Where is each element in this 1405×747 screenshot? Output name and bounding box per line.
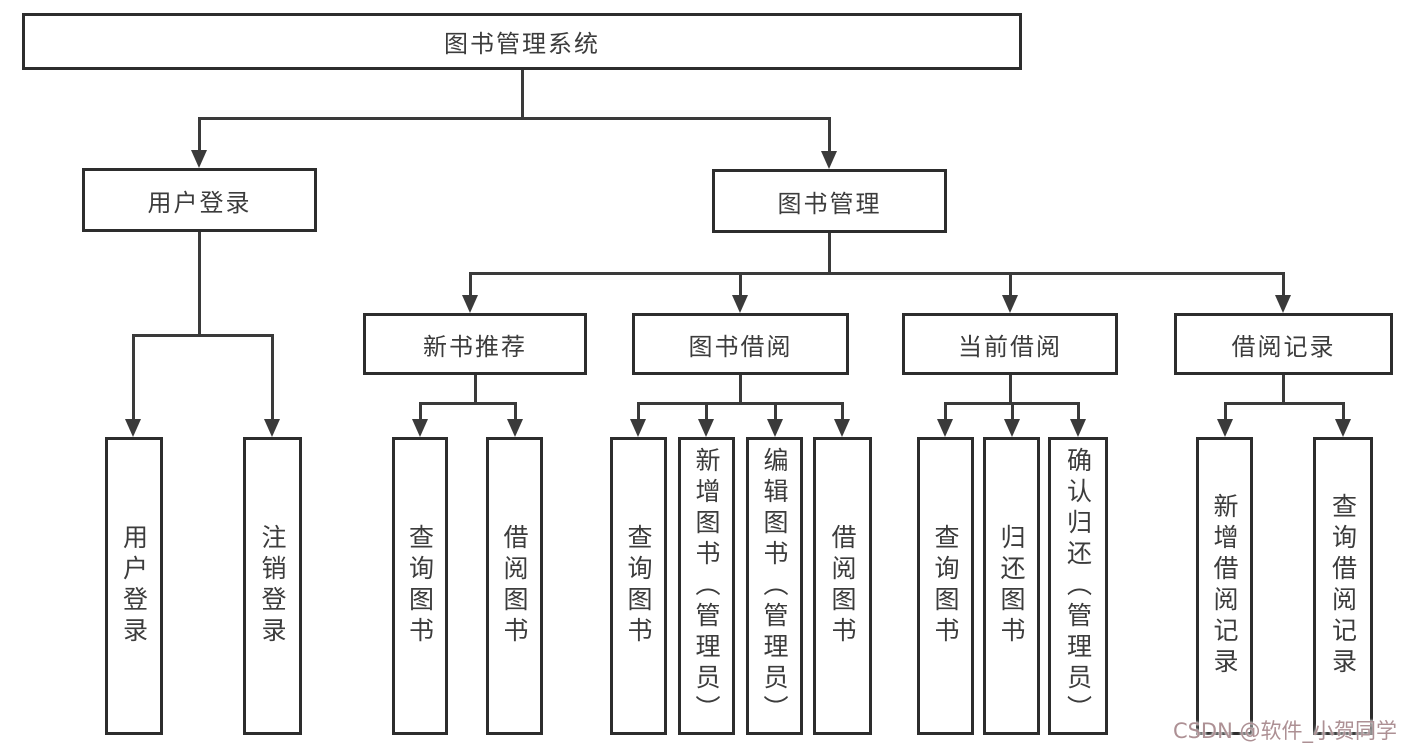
connector-line (132, 334, 274, 337)
leaf-bb-add-book-label: 新增图书（管理员） (692, 446, 721, 726)
connector-line (841, 402, 844, 421)
node-current-borrow: 当前借阅 (902, 313, 1118, 375)
leaf-cb-confirm-return-label: 确认归还（管理员） (1063, 446, 1093, 726)
connector-line (1009, 272, 1012, 298)
connector-line (521, 70, 524, 118)
connector-line (944, 402, 947, 421)
connector-line (828, 117, 831, 153)
leaf-cb-confirm-return: 确认归还（管理员） (1048, 437, 1108, 735)
leaf-bb-borrow-book-label: 借阅图书 (828, 524, 857, 648)
arrowhead-down-icon (937, 419, 953, 437)
arrowhead-down-icon (191, 150, 207, 168)
node-user-login: 用户登录 (82, 168, 317, 232)
leaf-bb-query-book: 查询图书 (610, 437, 667, 735)
node-borrow-record: 借阅记录 (1174, 313, 1393, 375)
arrowhead-down-icon (1275, 295, 1291, 313)
connector-line (705, 402, 708, 421)
node-new-book-recommend: 新书推荐 (363, 313, 587, 375)
leaf-bb-add-book: 新增图书（管理员） (678, 437, 735, 735)
leaf-bb-borrow-book: 借阅图书 (813, 437, 872, 735)
leaf-bb-query-book-label: 查询图书 (624, 524, 653, 648)
connector-line (1282, 375, 1285, 403)
connector-line (637, 402, 844, 405)
connector-line (1011, 402, 1014, 421)
arrowhead-down-icon (264, 419, 280, 437)
connector-line (1224, 402, 1345, 405)
node-root-label: 图书管理系统 (444, 30, 600, 58)
connector-line (739, 375, 742, 403)
leaf-br-add-record: 新增借阅记录 (1196, 437, 1253, 735)
leaf-bb-edit-book-label: 编辑图书（管理员） (760, 446, 789, 726)
arrowhead-down-icon (1217, 419, 1233, 437)
node-current-borrow-label: 当前借阅 (958, 332, 1062, 361)
connector-line (774, 402, 777, 421)
node-book-borrow-label: 图书借阅 (688, 332, 793, 361)
leaf-bb-edit-book: 编辑图书（管理员） (746, 437, 803, 735)
arrowhead-down-icon (1004, 419, 1020, 437)
arrowhead-down-icon (698, 419, 714, 437)
connector-line (469, 272, 472, 298)
connector-line (1282, 272, 1285, 298)
arrowhead-down-icon (821, 151, 837, 169)
leaf-cb-query-book: 查询图书 (917, 437, 974, 735)
leaf-nb-borrow-book: 借阅图书 (486, 437, 543, 735)
arrowhead-down-icon (630, 419, 646, 437)
arrowhead-down-icon (1070, 419, 1086, 437)
arrowhead-down-icon (1002, 295, 1018, 313)
node-borrow-record-label: 借阅记录 (1231, 332, 1336, 361)
node-root: 图书管理系统 (22, 13, 1022, 70)
leaf-nb-query-book-label: 查询图书 (405, 524, 435, 648)
connector-line (469, 272, 1285, 275)
leaf-user-login: 用户登录 (105, 437, 163, 735)
leaf-user-login-label: 用户登录 (119, 524, 149, 648)
arrowhead-down-icon (834, 419, 850, 437)
arrowhead-down-icon (507, 419, 523, 437)
arrowhead-down-icon (767, 419, 783, 437)
connector-line (637, 402, 640, 421)
leaf-br-query-record: 查询借阅记录 (1313, 437, 1373, 735)
arrowhead-down-icon (732, 295, 748, 313)
connector-line (1342, 402, 1345, 421)
arrowhead-down-icon (1335, 419, 1351, 437)
connector-line (419, 402, 422, 421)
connector-line (828, 233, 831, 273)
leaf-br-add-record-label: 新增借阅记录 (1210, 493, 1239, 679)
connector-line (739, 272, 742, 298)
node-new-book-recommend-label: 新书推荐 (423, 332, 527, 361)
node-book-borrow: 图书借阅 (632, 313, 849, 375)
connector-line (474, 375, 477, 403)
leaf-cb-return-book-label: 归还图书 (997, 524, 1026, 648)
leaf-br-query-record-label: 查询借阅记录 (1328, 493, 1358, 679)
connector-line (198, 117, 201, 152)
leaf-logout-label: 注销登录 (258, 524, 287, 648)
arrowhead-down-icon (412, 419, 428, 437)
leaf-nb-query-book: 查询图书 (392, 437, 448, 735)
connector-line (132, 334, 135, 422)
leaf-cb-return-book: 归还图书 (983, 437, 1040, 735)
leaf-logout: 注销登录 (243, 437, 302, 735)
connector-line (1077, 402, 1080, 421)
connector-line (514, 402, 517, 421)
connector-line (419, 402, 517, 405)
connector-line (198, 117, 831, 120)
connector-line (271, 334, 274, 422)
leaf-nb-borrow-book-label: 借阅图书 (500, 524, 529, 648)
arrowhead-down-icon (125, 419, 141, 437)
node-book-management: 图书管理 (712, 169, 947, 233)
connector-line (1009, 375, 1012, 403)
node-user-login-label: 用户登录 (147, 188, 252, 217)
node-book-management-label: 图书管理 (777, 189, 882, 218)
connector-line (1224, 402, 1227, 421)
arrowhead-down-icon (462, 295, 478, 313)
leaf-cb-query-book-label: 查询图书 (931, 524, 960, 648)
connector-line (198, 232, 201, 335)
csdn-watermark: CSDN @软件_小贺同学 (1172, 719, 1397, 743)
